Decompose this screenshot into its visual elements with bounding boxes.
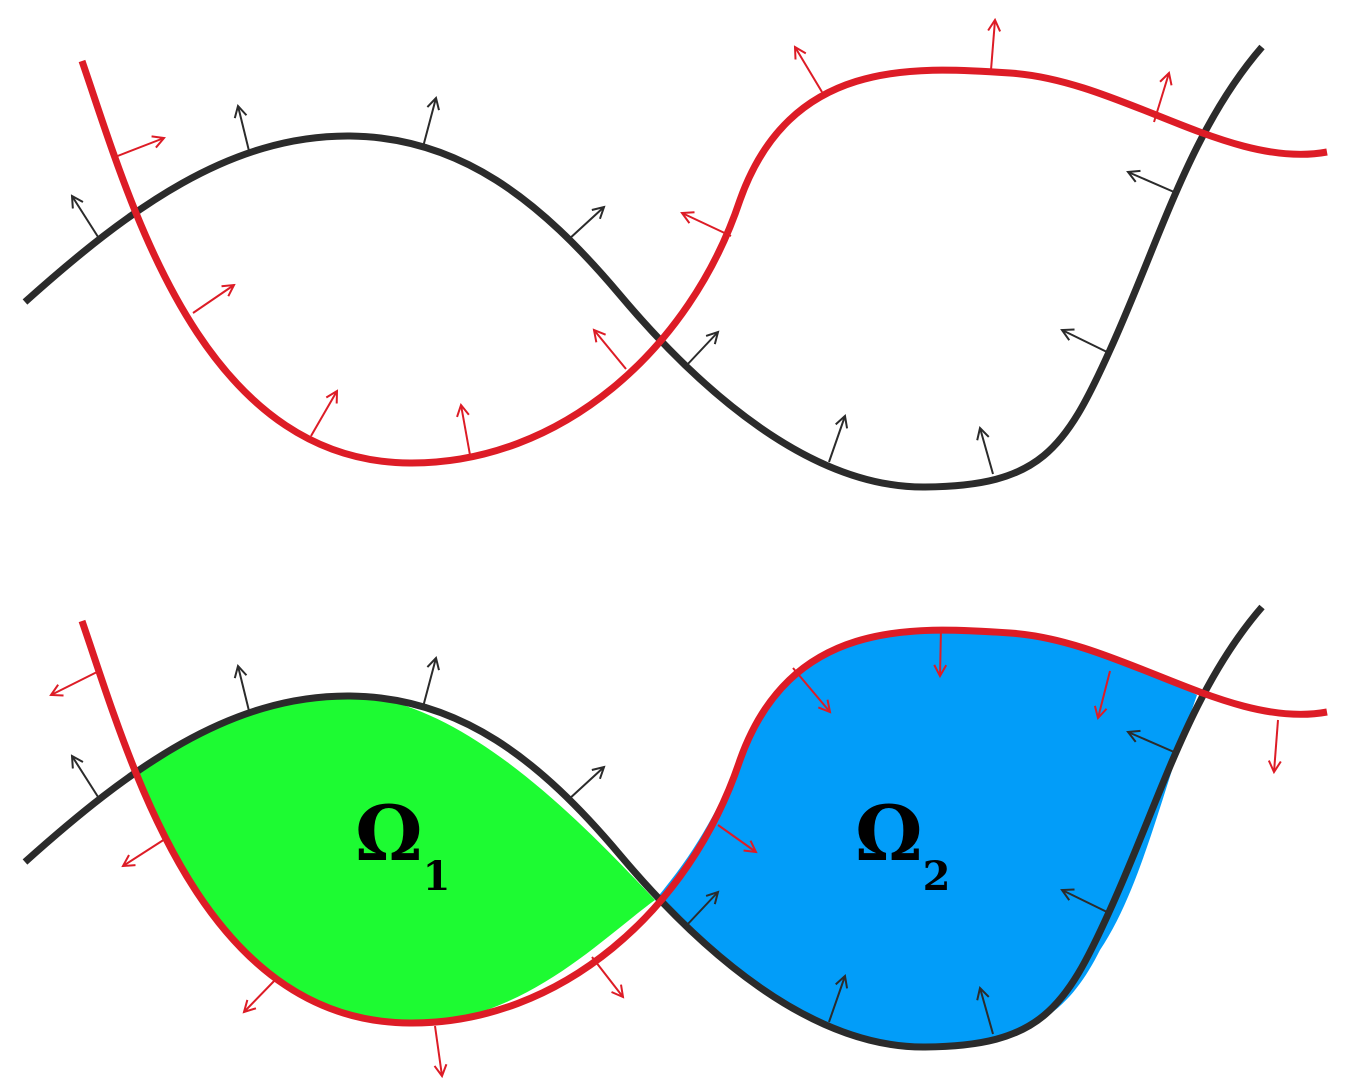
region-omega-2 [655,629,1197,1048]
omega-1-subscript: 1 [423,853,451,900]
bottom-panel: Ω1 Ω2 [22,604,1328,1076]
red-curve-bottom [78,619,1328,1027]
omega-2-symbol: Ω [855,789,923,878]
region-omega-1 [138,696,655,1024]
omega-2-label: Ω2 [855,789,951,900]
black-curve-normals-top [72,98,1175,475]
black-curve-bottom [22,604,1265,1051]
omega-1-label: Ω1 [355,789,451,900]
top-panel [22,20,1328,491]
omega-1-symbol: Ω [355,789,423,878]
black-curve-normals-bottom [72,658,1175,1035]
black-curve-top [22,44,1265,491]
omega-2-subscript: 2 [923,853,951,900]
red-curve-normals-top [114,20,1169,456]
red-curve-top [78,59,1328,467]
